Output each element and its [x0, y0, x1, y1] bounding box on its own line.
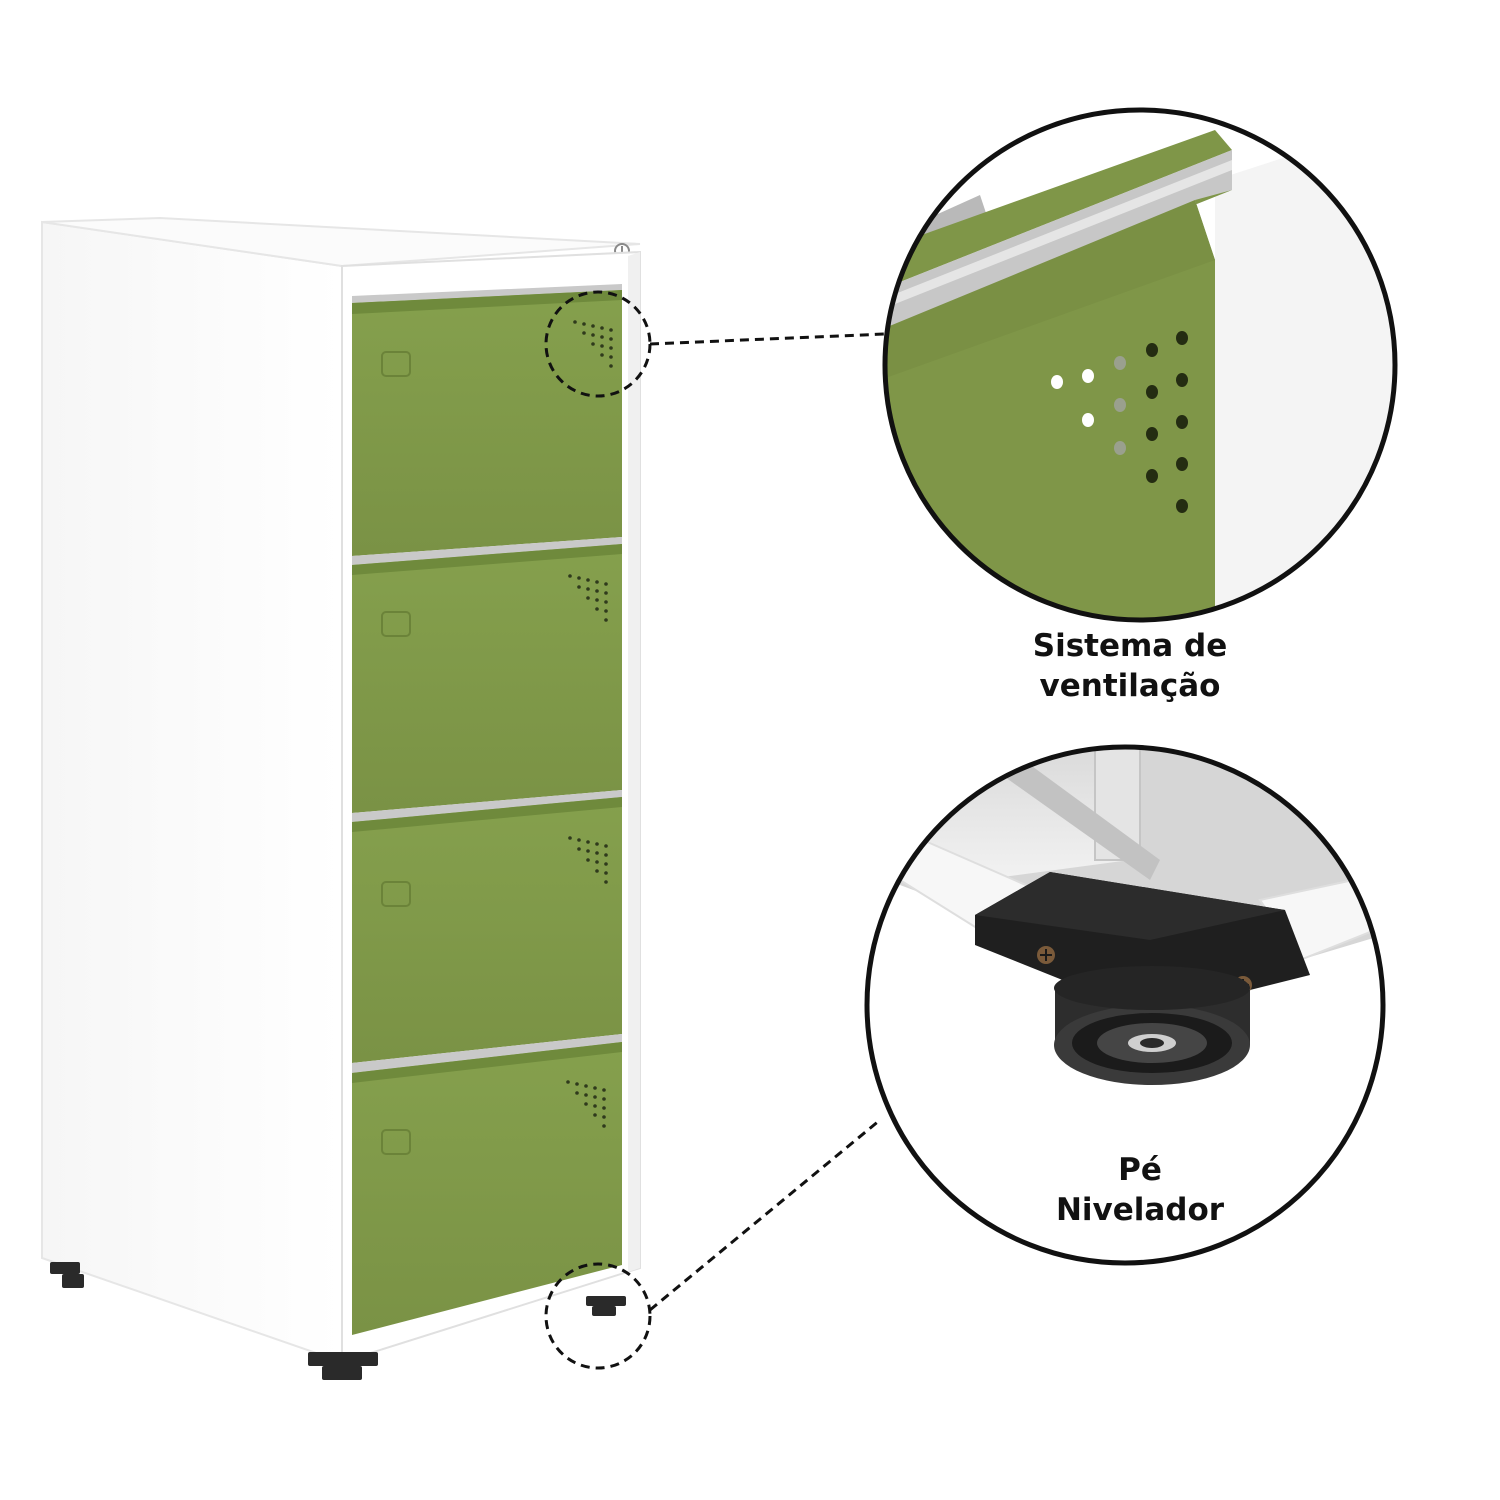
drawer-vent-holes	[566, 320, 613, 1128]
vent-leader-line	[649, 332, 886, 346]
file-cabinet	[41, 216, 641, 1380]
drawer-2	[352, 537, 622, 813]
ventilation-caption-line-1: Sistema de	[1032, 628, 1228, 664]
leveling-foot-caption-line-1: Pé	[1118, 1152, 1162, 1188]
foot-marker-circle	[544, 1262, 652, 1370]
drawer-4	[352, 1034, 622, 1335]
cabinet-top	[41, 216, 641, 268]
drawer-3	[352, 790, 622, 1063]
ventilation-caption-line-2: ventilação	[1039, 668, 1221, 704]
callout-markers	[544, 290, 886, 1370]
leveling-foot-caption: Pé Nivelador	[990, 1150, 1290, 1230]
cabinet-side-panel	[41, 220, 343, 1364]
leveling-foot-detail-icon	[864, 744, 1386, 1266]
leveling-foot-caption-line-2: Nivelador	[1055, 1192, 1225, 1228]
ventilation-caption: Sistema de ventilação	[980, 626, 1280, 706]
cabinet-feet	[50, 1262, 626, 1380]
ventilation-detail-icon	[882, 107, 1398, 623]
foot-leader-line	[649, 1118, 881, 1312]
drawer-1	[352, 284, 622, 556]
